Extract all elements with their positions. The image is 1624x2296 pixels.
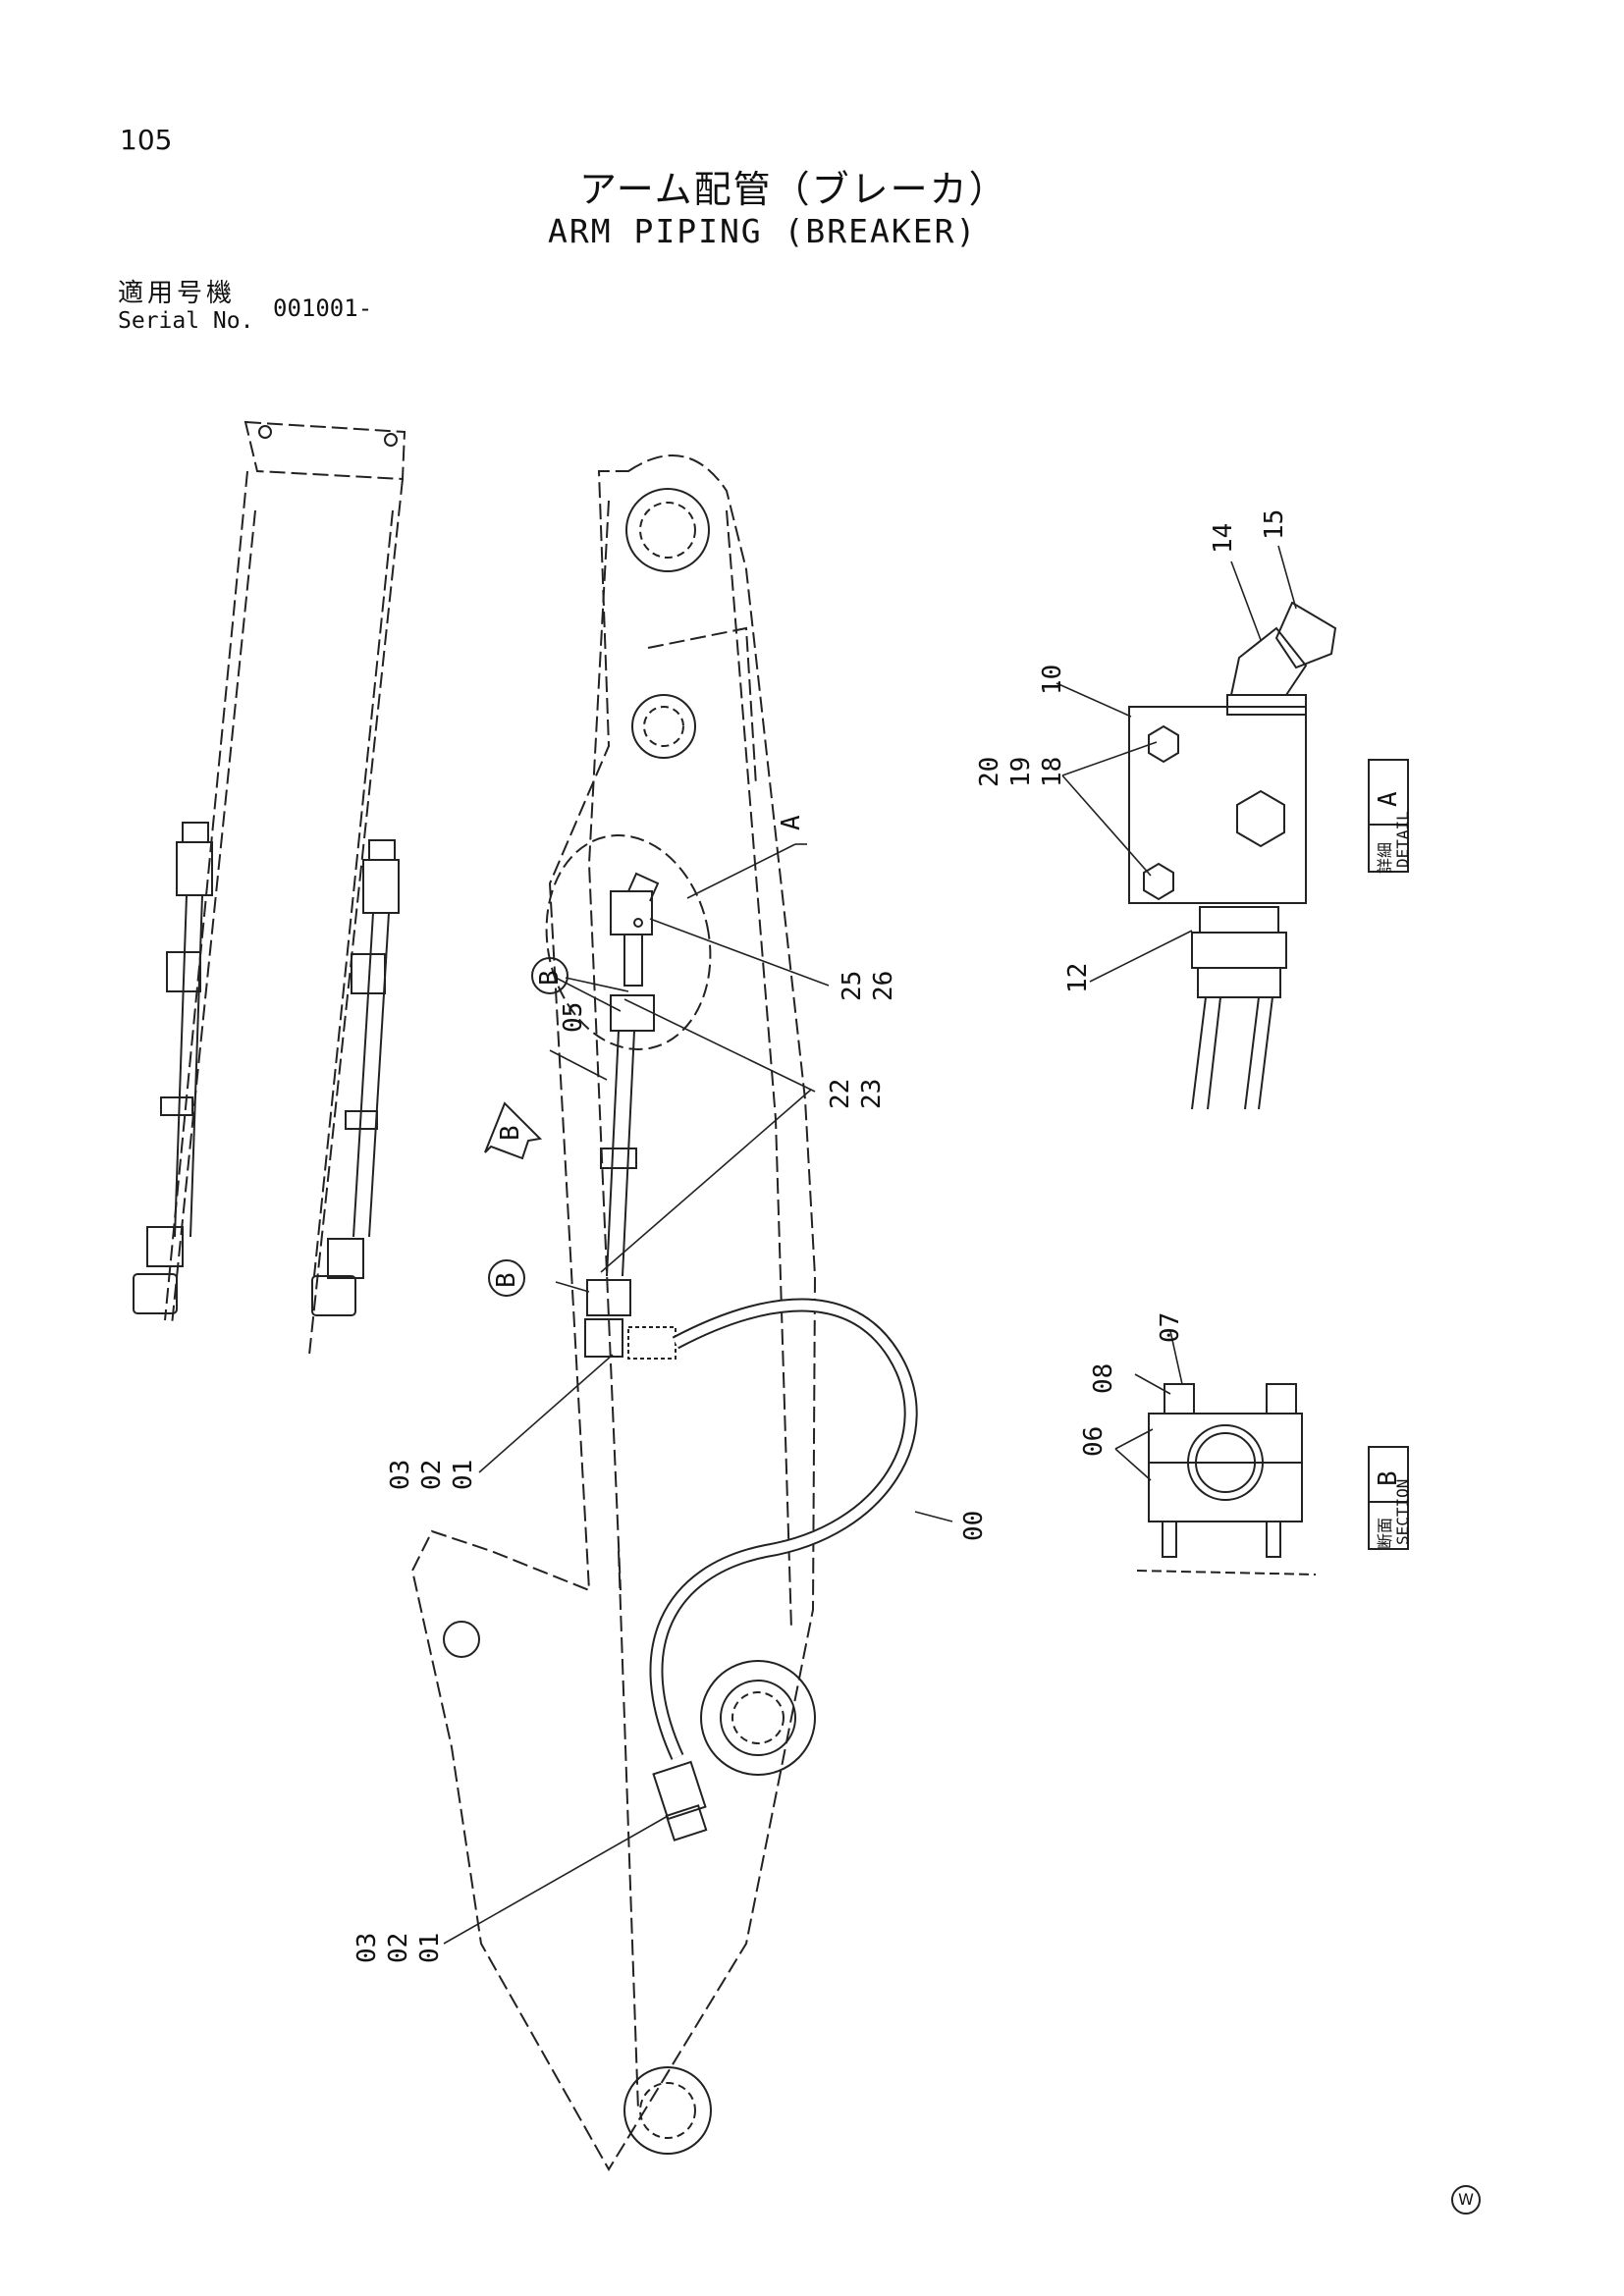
callout-18: 18 xyxy=(1038,757,1067,787)
marker-b-circle-lower xyxy=(488,1259,525,1297)
callout-10: 10 xyxy=(1038,665,1067,695)
detail-a-letter: A xyxy=(1374,791,1403,807)
callout-02-lower: 02 xyxy=(384,1933,413,1963)
marker-b-circle-upper xyxy=(531,957,568,994)
marker-b-upper: B xyxy=(535,970,565,986)
page-number: 105 xyxy=(120,124,173,156)
watermark-symbol: W xyxy=(1451,2185,1481,2215)
side-view-pipe-right xyxy=(311,839,400,1316)
callout-23: 23 xyxy=(857,1079,887,1109)
detail-a-leaders xyxy=(1056,545,1297,983)
arm-body-outline xyxy=(410,454,817,2171)
callout-12: 12 xyxy=(1063,963,1093,993)
section-b-leaders xyxy=(1114,1330,1183,1481)
callout-19: 19 xyxy=(1006,757,1036,787)
side-view-pin-hole xyxy=(258,425,272,439)
hose-00-inner xyxy=(651,1300,916,1760)
leader-lines xyxy=(443,843,953,1945)
callout-01-lower: 01 xyxy=(415,1933,445,1963)
serial-label-english: Serial No. xyxy=(118,308,254,334)
callout-15: 15 xyxy=(1260,509,1289,540)
callout-05: 05 xyxy=(559,1002,588,1033)
side-view-pin-hole xyxy=(384,433,398,447)
marker-a: A xyxy=(777,815,806,830)
callout-22: 22 xyxy=(826,1079,855,1109)
serial-label-japanese: 適用号機 xyxy=(118,279,237,308)
serial-number-value: 001001- xyxy=(273,294,373,322)
view-direction-arrow-b xyxy=(484,1101,543,1160)
callout-03-lower: 03 xyxy=(352,1933,382,1963)
detail-a-valve-block xyxy=(1128,601,1337,1110)
title-english: ARM PIPING (BREAKER) xyxy=(548,212,978,250)
section-b-label-box xyxy=(1368,1446,1409,1550)
side-view-pipe-left xyxy=(133,822,213,1314)
callout-06: 06 xyxy=(1079,1426,1109,1457)
detail-a-label-en: DETAIL xyxy=(1393,811,1412,868)
marker-b-lower: B xyxy=(492,1272,521,1288)
title-japanese: アーム配管（ブレーカ） xyxy=(579,168,1008,211)
side-view-arm-outline xyxy=(164,420,406,1356)
callout-03-upper: 03 xyxy=(386,1460,415,1490)
arm-pin-circles xyxy=(443,488,816,2155)
arm-pipe-assembly xyxy=(584,872,677,1360)
callout-07: 07 xyxy=(1156,1312,1185,1343)
section-b-label-jp: 断面 xyxy=(1376,1518,1394,1549)
arrow-b-letter: B xyxy=(496,1125,525,1141)
callout-26: 26 xyxy=(869,971,898,1001)
callout-20: 20 xyxy=(975,757,1004,787)
detail-a-region xyxy=(545,834,712,1050)
callout-08: 08 xyxy=(1089,1363,1118,1394)
hose-lower-fitting xyxy=(652,1760,708,1842)
callout-01-upper: 01 xyxy=(449,1460,478,1490)
callout-25: 25 xyxy=(838,971,867,1001)
section-b-label-en: SECTION xyxy=(1393,1479,1412,1545)
callout-00: 00 xyxy=(959,1511,989,1541)
section-b-letter: B xyxy=(1374,1470,1403,1486)
callout-14: 14 xyxy=(1209,523,1238,554)
detail-a-label-box xyxy=(1368,759,1409,873)
section-b-clamp xyxy=(1136,1383,1317,1575)
callout-02-upper: 02 xyxy=(417,1460,447,1490)
detail-a-label-jp: 詳細 xyxy=(1376,842,1394,874)
